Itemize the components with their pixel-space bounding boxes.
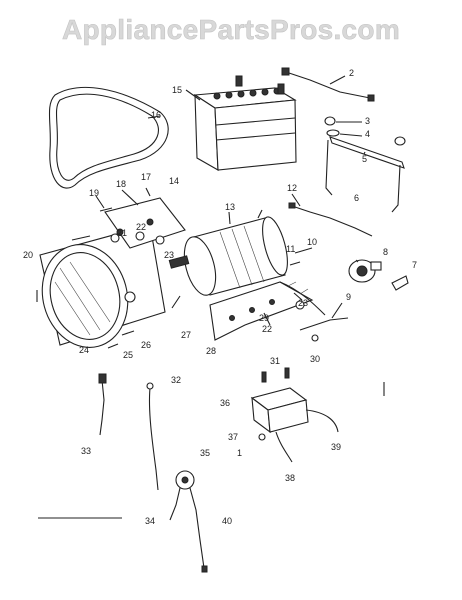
pulley-guard xyxy=(39,224,166,348)
callout-36: 36 xyxy=(220,398,230,408)
callout-22b: 22 xyxy=(262,324,272,334)
fuse-holder xyxy=(175,470,195,490)
callout-1: 1 xyxy=(237,448,242,458)
battery-cable xyxy=(285,71,371,99)
callout-29: 29 xyxy=(259,313,269,323)
callout-28: 28 xyxy=(206,346,216,356)
callout-3: 3 xyxy=(365,116,370,126)
callout-22a: 22 xyxy=(136,222,146,232)
callout-4: 4 xyxy=(365,129,370,139)
callout-38: 38 xyxy=(285,473,295,483)
belt xyxy=(48,86,169,189)
callout-16: 16 xyxy=(151,110,161,120)
callout-13: 13 xyxy=(225,202,235,212)
callout-39: 39 xyxy=(331,442,341,452)
callout-33: 33 xyxy=(81,446,91,456)
callout-24: 24 xyxy=(79,345,89,355)
starter-generator xyxy=(168,209,288,296)
site-watermark: AppliancePartsPros.com xyxy=(61,14,401,46)
callout-25: 25 xyxy=(123,350,133,360)
wire-40 xyxy=(189,487,205,569)
callout-11: 11 xyxy=(286,244,295,254)
wire-34 xyxy=(169,487,181,521)
wire-33 xyxy=(99,379,105,436)
wire-32 xyxy=(148,387,159,491)
ignition-switch xyxy=(348,259,382,283)
callout-12: 12 xyxy=(287,183,297,193)
callout-30: 30 xyxy=(310,354,320,364)
lower-bracket xyxy=(209,281,314,341)
mount-plate xyxy=(104,197,186,249)
callout-2: 2 xyxy=(349,68,354,78)
callout-9: 9 xyxy=(346,292,351,302)
callout-8: 8 xyxy=(383,247,388,257)
callout-17: 17 xyxy=(141,172,151,182)
callout-37: 37 xyxy=(228,432,238,442)
battery xyxy=(193,75,297,171)
wire-12 xyxy=(291,205,373,237)
callout-40: 40 xyxy=(222,516,232,526)
callout-10: 10 xyxy=(307,237,317,247)
callout-32: 32 xyxy=(171,375,181,385)
callout-15: 15 xyxy=(172,85,182,95)
adjust-link xyxy=(299,317,349,331)
callout-34: 34 xyxy=(145,516,155,526)
callout-labels: 1 2 3 4 5 6 7 8 9 10 11 12 13 14 15 16 1… xyxy=(23,68,417,526)
callout-27: 27 xyxy=(181,330,191,340)
callout-31: 31 xyxy=(270,356,280,366)
callout-23a: 23 xyxy=(164,250,174,260)
hold-down-bracket xyxy=(324,116,406,213)
key xyxy=(391,275,409,291)
callout-14: 14 xyxy=(169,176,179,186)
leader-lines xyxy=(95,75,366,326)
callout-23b: 23 xyxy=(298,298,308,308)
callout-7: 7 xyxy=(412,260,417,270)
callout-20: 20 xyxy=(23,250,33,260)
callout-18: 18 xyxy=(116,179,126,189)
callout-5: 5 xyxy=(362,154,367,164)
callout-35: 35 xyxy=(200,448,210,458)
callout-26: 26 xyxy=(141,340,151,350)
callout-19: 19 xyxy=(89,188,99,198)
callout-6: 6 xyxy=(354,193,359,203)
voltage-regulator xyxy=(250,367,309,434)
callout-21: 21 xyxy=(117,228,127,238)
